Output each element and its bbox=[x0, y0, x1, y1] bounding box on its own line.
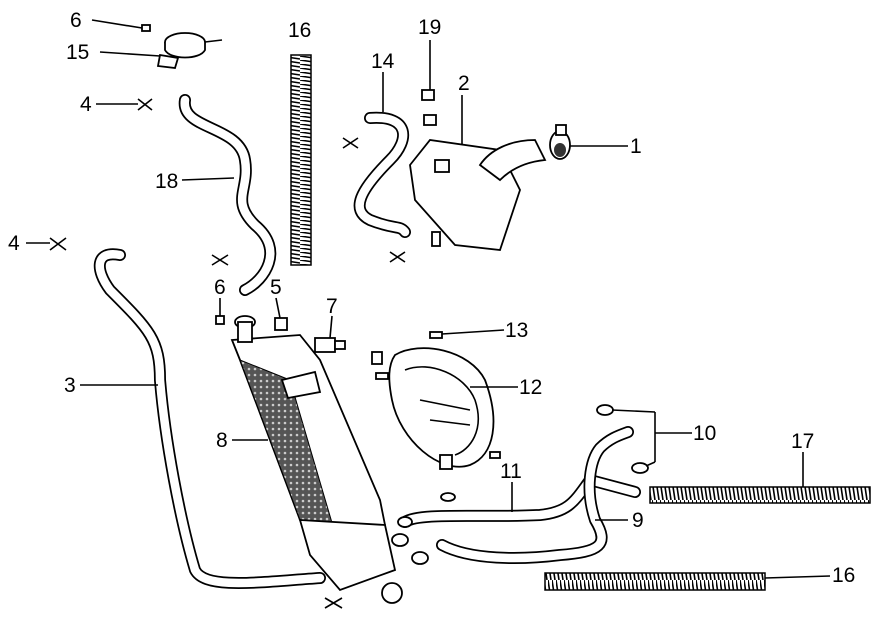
callout-12: 12 bbox=[519, 376, 542, 399]
callout-10: 10 bbox=[693, 422, 716, 445]
callout-5: 5 bbox=[270, 276, 282, 299]
hose-18 bbox=[178, 94, 277, 296]
hose-9 bbox=[436, 426, 634, 564]
callout-4: 4 bbox=[8, 232, 20, 255]
callout-16: 16 bbox=[288, 19, 311, 42]
callout-6: 6 bbox=[214, 276, 226, 299]
callout-2: 2 bbox=[458, 72, 470, 95]
callout-3: 3 bbox=[64, 374, 76, 397]
callout-13: 13 bbox=[505, 319, 528, 342]
callout-1: 1 bbox=[630, 135, 642, 158]
radiator-8 bbox=[230, 315, 403, 604]
callout-18: 18 bbox=[155, 170, 178, 193]
spring-17 bbox=[649, 486, 871, 504]
callout-4: 4 bbox=[80, 93, 92, 116]
spring-16-upper bbox=[290, 54, 312, 266]
callout-16: 16 bbox=[832, 564, 855, 587]
clamps bbox=[49, 98, 649, 609]
callout-17: 17 bbox=[791, 430, 814, 453]
hose-14 bbox=[353, 111, 411, 238]
hose-11 bbox=[399, 474, 641, 528]
callout-8: 8 bbox=[216, 429, 228, 452]
hose-3 bbox=[93, 248, 326, 589]
leader-lines bbox=[26, 19, 831, 579]
callout-9: 9 bbox=[632, 509, 644, 532]
callout-11: 11 bbox=[500, 460, 522, 483]
sensor-7 bbox=[314, 337, 346, 353]
radiator-cap-15 bbox=[156, 32, 223, 69]
callout-14: 14 bbox=[371, 50, 395, 73]
callout-15: 15 bbox=[66, 41, 89, 64]
fan-shroud-12 bbox=[388, 347, 495, 470]
reservoir-tank-2 bbox=[409, 139, 547, 251]
callout-19: 19 bbox=[418, 16, 441, 39]
cap-1 bbox=[549, 124, 571, 160]
spring-16-lower bbox=[544, 572, 766, 591]
callout-6: 6 bbox=[70, 9, 82, 32]
screws bbox=[141, 24, 501, 459]
callout-7: 7 bbox=[326, 295, 338, 318]
